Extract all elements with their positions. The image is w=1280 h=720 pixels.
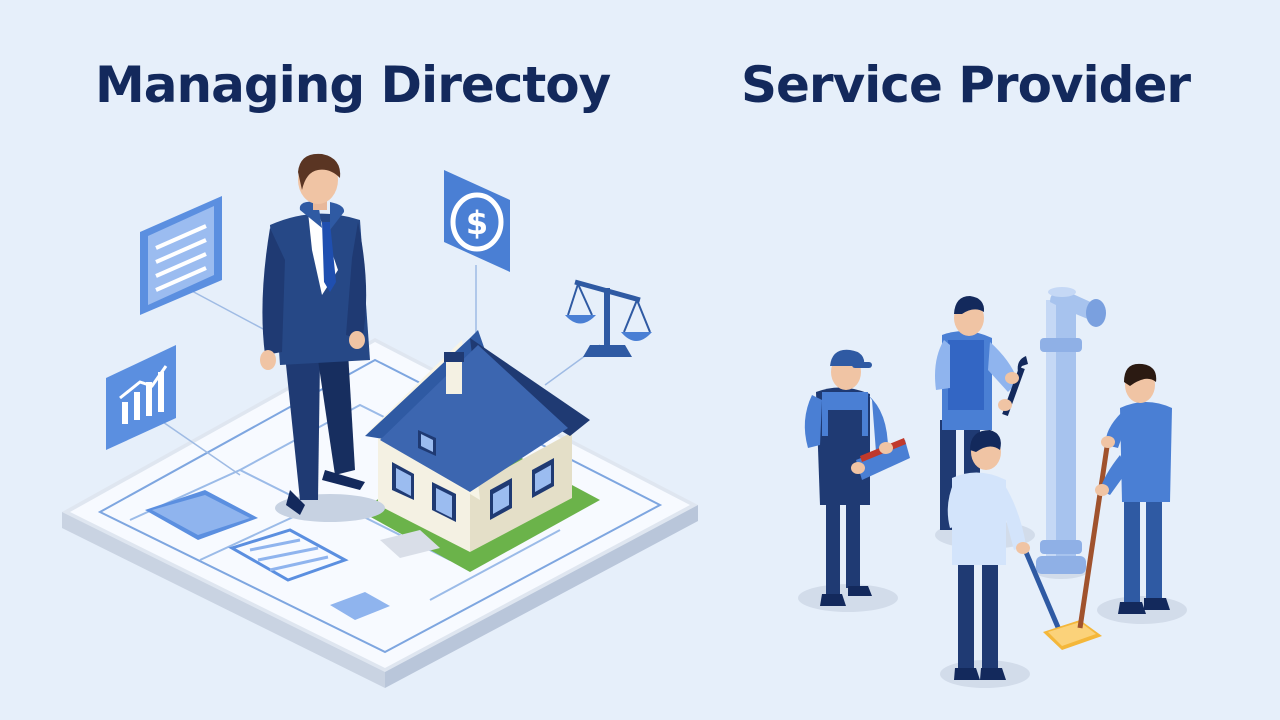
worker-with-clipboard bbox=[804, 349, 910, 606]
businessman-figure bbox=[260, 153, 385, 522]
svg-text:$: $ bbox=[466, 204, 488, 242]
service-provider-title: Service Provider bbox=[741, 56, 1191, 114]
scales-icon bbox=[565, 279, 652, 357]
floor-plan-small-card-icon bbox=[330, 592, 390, 620]
mop-icon bbox=[1043, 439, 1111, 650]
worker-with-wrench bbox=[935, 296, 1028, 530]
floor-plan-document-icon bbox=[145, 490, 258, 540]
house-icon bbox=[358, 330, 600, 572]
document-icon bbox=[140, 196, 222, 315]
pipe-icon bbox=[1036, 287, 1106, 574]
worker-with-mop bbox=[947, 430, 1063, 680]
floor-plan-notes-icon bbox=[228, 528, 349, 582]
dollar-icon: $ bbox=[444, 170, 510, 272]
bar-chart-icon bbox=[106, 345, 176, 450]
worker-with-broom bbox=[1095, 363, 1172, 614]
managing-director-panel: Managing Directoy bbox=[62, 56, 698, 688]
service-provider-panel: Service Provider bbox=[700, 0, 1280, 720]
managing-director-title: Managing Directoy bbox=[95, 56, 611, 114]
managing-director-illustration: $ bbox=[62, 153, 698, 688]
service-provider-illustration bbox=[798, 287, 1187, 688]
